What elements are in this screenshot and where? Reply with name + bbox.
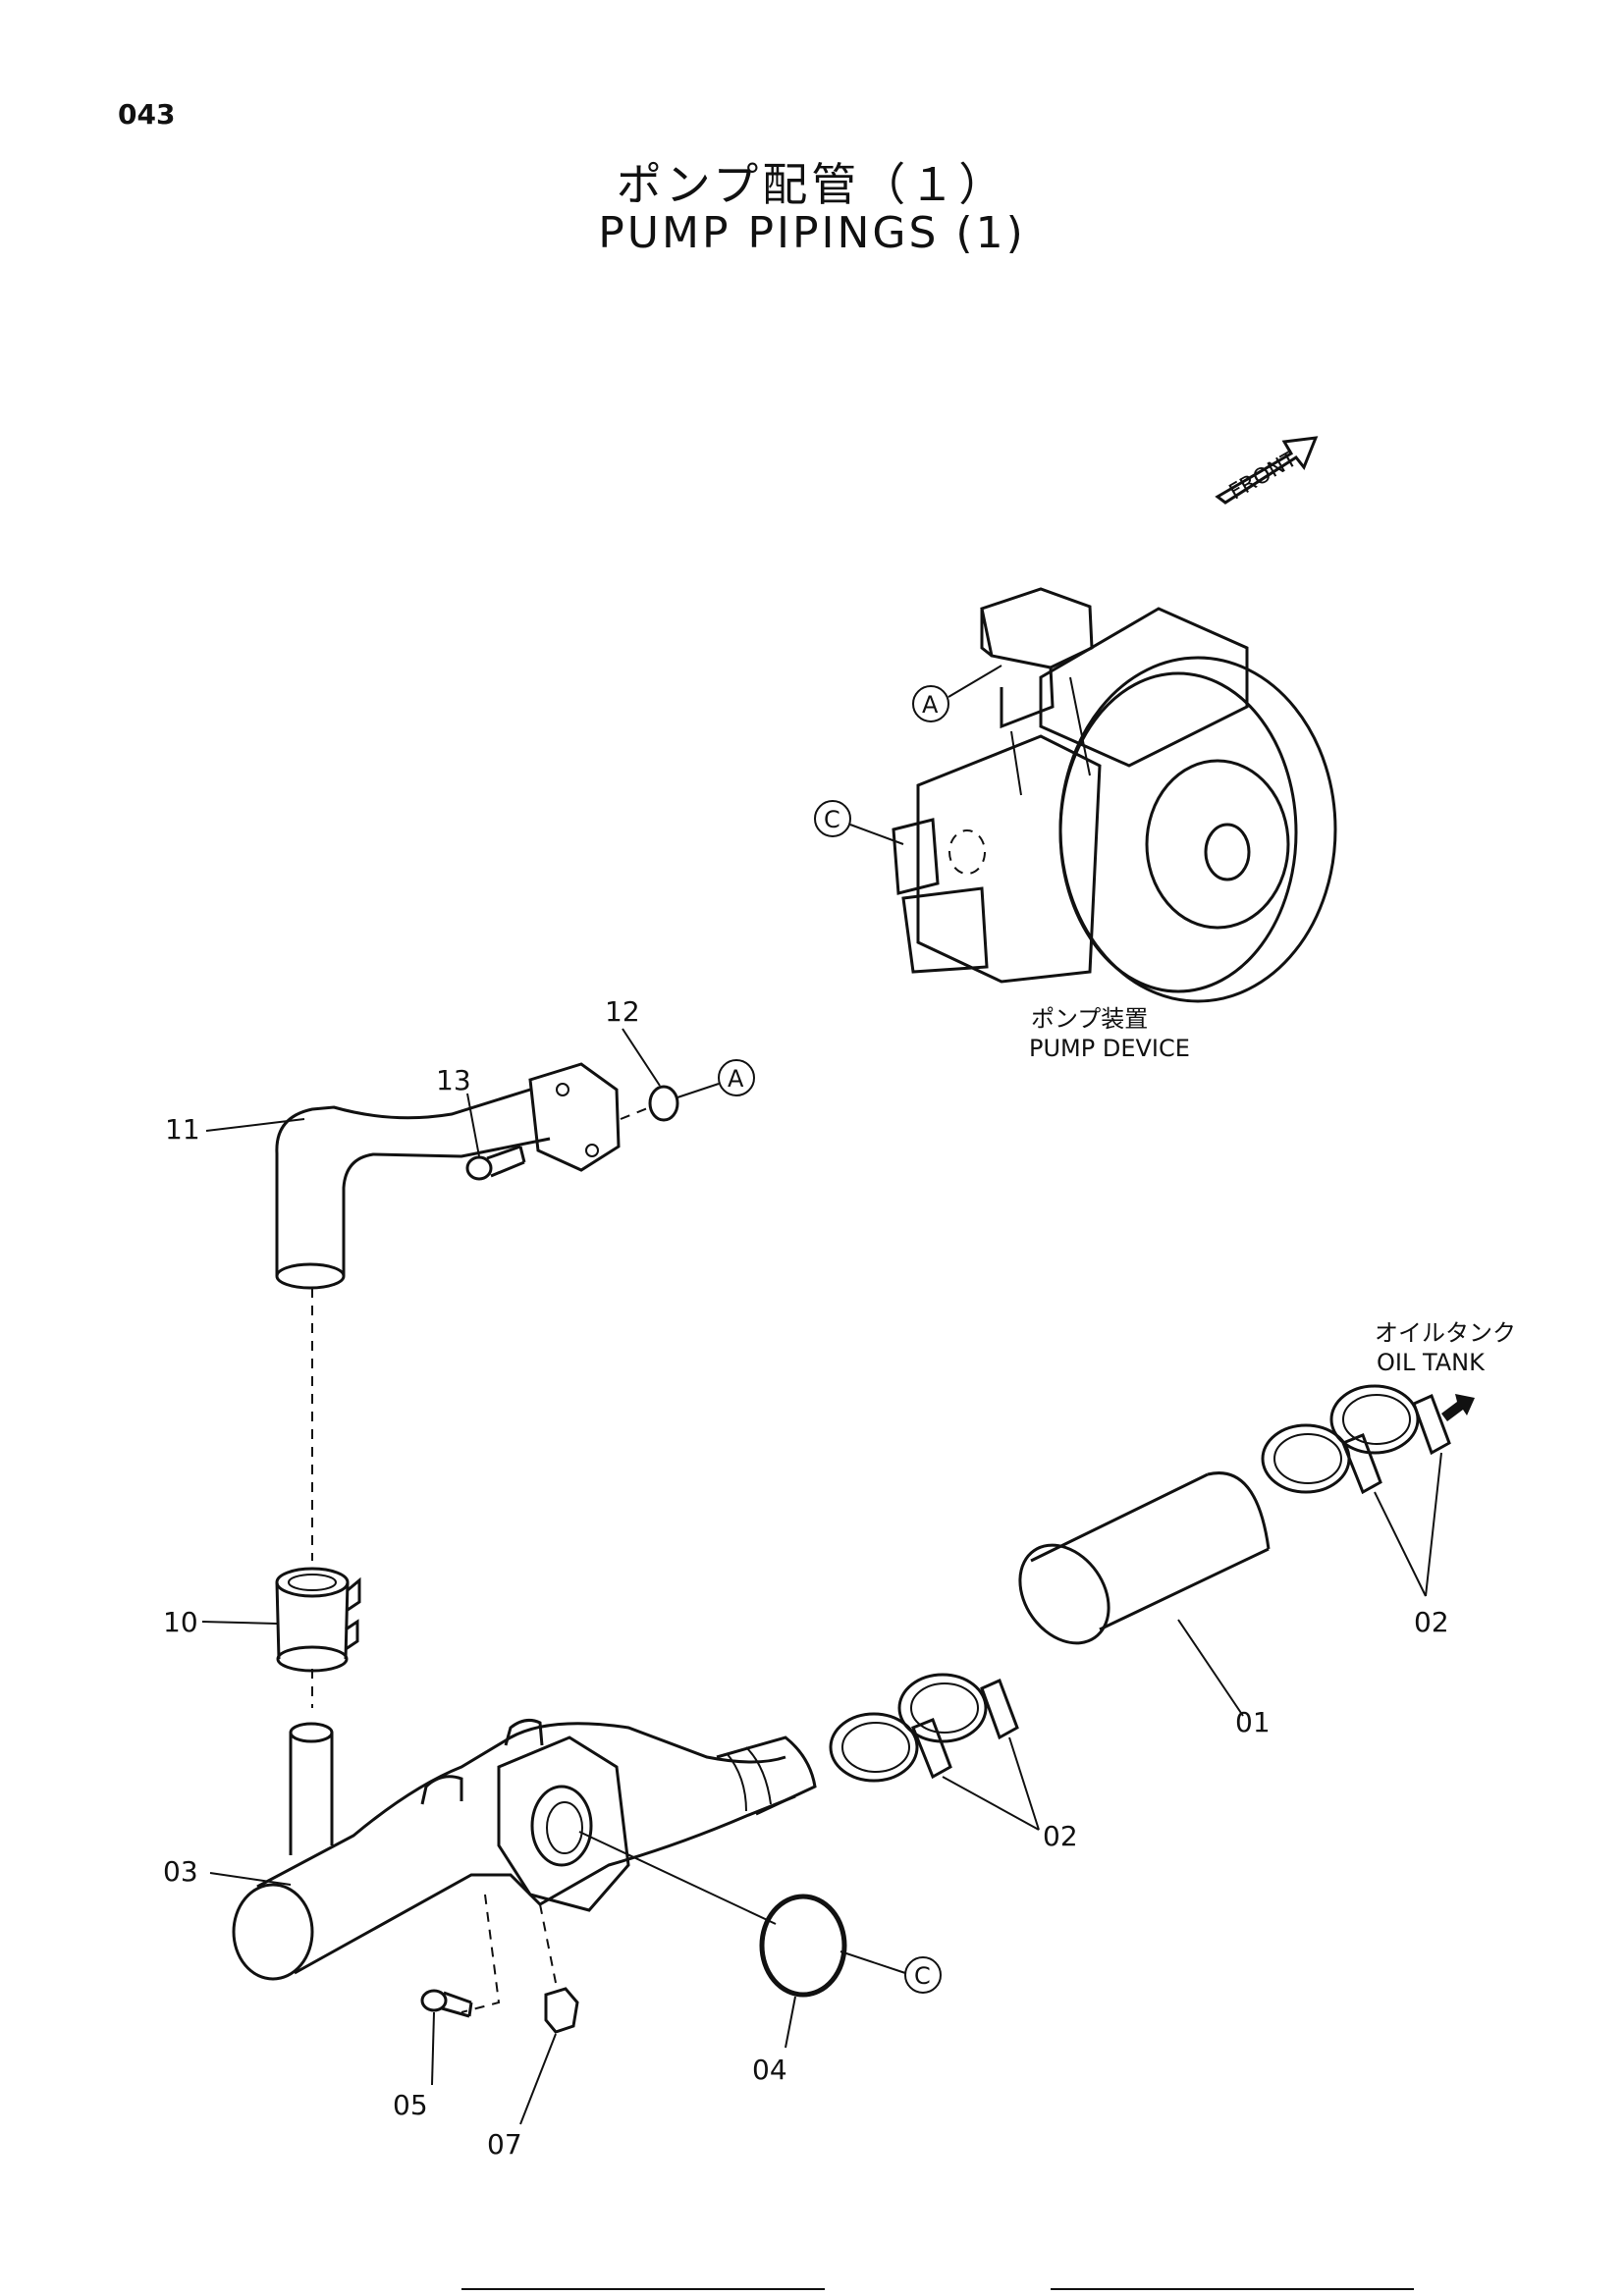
part-03-pipe-casting bbox=[232, 1718, 817, 2013]
pump-device-caption: ポンプ装置 PUMP DEVICE bbox=[1029, 1005, 1190, 1062]
part-04-oring bbox=[578, 1831, 847, 1998]
part-label-10: 10 bbox=[163, 1606, 198, 1638]
part-12-oring bbox=[620, 1085, 679, 1122]
pump-device-label-en: PUMP DEVICE bbox=[1029, 1035, 1190, 1062]
part-label-02-right: 02 bbox=[1414, 1606, 1449, 1638]
pump-device-label-jp: ポンプ装置 bbox=[1031, 1005, 1148, 1033]
part-13-bolt bbox=[465, 1145, 526, 1181]
part-label-11: 11 bbox=[165, 1113, 200, 1146]
part-01-hose bbox=[1018, 1471, 1271, 1645]
page-number: 043 bbox=[118, 98, 176, 131]
part-07-plug bbox=[544, 1987, 579, 2034]
oil-tank-label-en: OIL TANK bbox=[1377, 1349, 1486, 1376]
oil-tank-caption: オイルタンク OIL TANK bbox=[1375, 1319, 1516, 1376]
oil-tank-label-jp: オイルタンク bbox=[1375, 1319, 1516, 1347]
part-label-01: 01 bbox=[1235, 1706, 1271, 1738]
pump-device-drawing bbox=[892, 587, 1337, 1003]
part-label-05: 05 bbox=[393, 2089, 428, 2121]
part-05-bolt bbox=[420, 1989, 473, 2018]
leader-lines bbox=[201, 1028, 1442, 2125]
part-02-clamps-middle bbox=[829, 1673, 1019, 1783]
ref-mark-a-pump: A bbox=[912, 665, 1002, 722]
ref-mark-a-pipe: A bbox=[677, 1059, 755, 1098]
part-label-07: 07 bbox=[487, 2128, 522, 2161]
ref-mark-c-pump: C bbox=[814, 800, 904, 845]
part-label-02-middle: 02 bbox=[1043, 1820, 1078, 1852]
oil-tank-arrow-icon bbox=[1441, 1394, 1475, 1421]
svg-text:A: A bbox=[728, 1065, 744, 1093]
part-label-03: 03 bbox=[163, 1855, 198, 1888]
part-label-04: 04 bbox=[752, 2054, 787, 2086]
page-title-japanese: ポンプ配管（１） bbox=[616, 158, 1008, 211]
part-label-13: 13 bbox=[436, 1064, 471, 1096]
part-10-coupling bbox=[275, 1567, 361, 1673]
part-11-pipe bbox=[275, 1062, 621, 1290]
svg-text:C: C bbox=[914, 1962, 931, 1990]
ref-mark-c-oring: C bbox=[839, 1950, 942, 1994]
svg-text:A: A bbox=[922, 691, 939, 719]
page-title-english: PUMP PIPINGS (1) bbox=[598, 208, 1026, 258]
part-02-clamps-right bbox=[1261, 1384, 1451, 1495]
front-arrow-icon: FRONT bbox=[1215, 436, 1319, 506]
front-label: FRONT bbox=[1225, 447, 1302, 506]
svg-text:C: C bbox=[824, 806, 840, 833]
part-label-12: 12 bbox=[605, 995, 640, 1028]
